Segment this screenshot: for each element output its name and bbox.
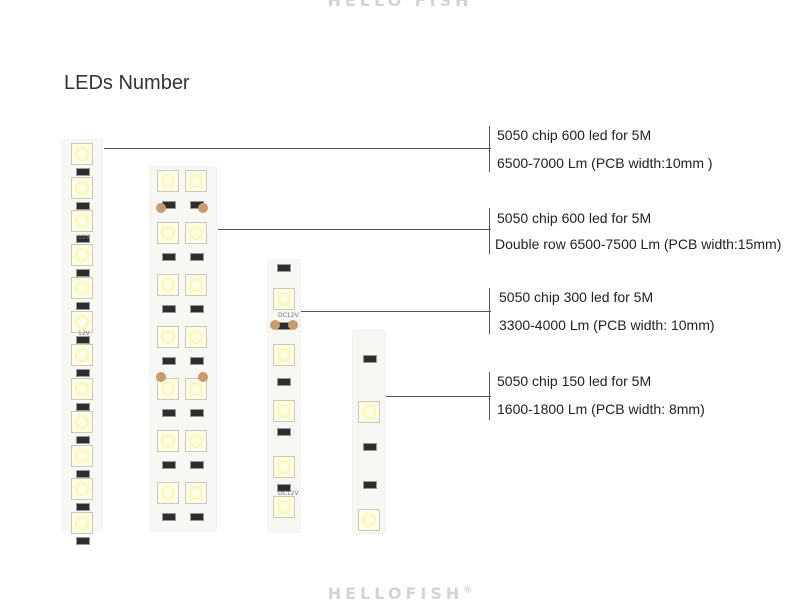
led-chip [157,274,179,296]
page-title: LEDs Number [64,72,190,94]
resistor [190,253,204,261]
resistor [162,253,176,261]
solder-pad [270,320,280,330]
resistor [76,503,90,511]
resistor [363,355,377,363]
watermark-bottom: HELLOFISH® [0,584,800,603]
led-chip [157,222,179,244]
resistor [190,513,204,521]
resistor [76,201,90,210]
led-chip [157,170,179,192]
resistor [277,378,291,386]
led-chip [71,511,93,534]
led-chip [185,482,207,504]
led-chip [71,344,93,366]
resistor [76,335,90,344]
led-chip [273,496,295,518]
led-chip [273,400,295,422]
spec-1-line2: 6500-7000 Lm (PCB width:10mm ) [497,155,713,171]
bracket-3 [489,288,490,334]
led-chip [71,277,93,299]
bracket-4 [489,372,490,420]
resistor [76,235,90,243]
led-chip [71,411,93,433]
solder-pad [288,320,298,330]
resistor [162,357,176,365]
solder-pad [156,203,166,213]
watermark-top: HELLO FISH [327,0,473,10]
voltage-label: DC12V [278,490,299,497]
voltage-label: 12V [78,330,90,337]
spec-3-line2: 3300-4000 Lm (PCB width: 10mm) [499,317,715,333]
led-strip-600-double [150,167,216,531]
led-chip [71,310,93,333]
leader-line-4 [386,396,491,397]
led-chip [157,378,179,400]
led-chip [71,243,93,266]
resistor [162,409,176,417]
solder-pad [198,203,208,213]
led-chip [71,210,93,232]
led-chip [157,430,179,452]
resistor [76,369,90,377]
resistor [76,469,90,478]
led-strip-150 [353,331,385,533]
led-chip [157,482,179,504]
spec-3-line1: 5050 chip 300 led for 5M [499,289,654,305]
resistor [363,481,377,489]
leader-line-2 [218,229,491,230]
led-chip [358,401,380,423]
led-chip [185,170,207,192]
voltage-label: 12V [78,234,90,241]
led-strip-300: DC12V DC12V [268,260,300,532]
led-chip [185,326,207,348]
led-strip-600-single: 12V 12V [62,140,102,545]
resistor [363,443,377,451]
led-chip [273,288,295,310]
solder-pad [198,372,208,382]
resistor [76,536,90,545]
led-chip [71,444,93,467]
resistor [277,428,291,436]
led-chip [185,274,207,296]
led-chip [185,430,207,452]
resistor [76,168,90,176]
led-chip [157,326,179,348]
solder-pad [156,372,166,382]
bracket-1 [489,126,490,172]
resistor [277,484,291,492]
spec-2-line1: 5050 chip 600 led for 5M [497,210,652,226]
voltage-label: DC12V [278,312,299,319]
resistor [76,302,90,310]
resistor [162,461,176,469]
led-chip [273,456,295,478]
led-chip [185,378,207,400]
led-chip [185,222,207,244]
led-chip [71,143,93,165]
resistor [190,409,204,417]
watermark-bottom-text: HELLOFISH [327,584,464,603]
resistor [190,461,204,469]
led-chip [71,176,93,199]
resistor [162,513,176,521]
resistor [190,357,204,365]
led-chip [273,344,295,366]
leader-line-1 [104,148,491,149]
spec-4-line1: 5050 chip 150 led for 5M [497,373,652,389]
resistor [76,268,90,277]
resistor [190,305,204,313]
led-chip [71,377,93,400]
resistor [162,305,176,313]
spec-4-line2: 1600-1800 Lm (PCB width: 8mm) [497,401,705,417]
spec-1-line1: 5050 chip 600 led for 5M [497,127,652,143]
resistor [76,402,90,411]
led-chip [358,509,380,531]
leader-line-3 [301,311,491,312]
spec-2-line2: Double row 6500-7500 Lm (PCB width:15mm) [495,236,782,252]
resistor [277,264,291,272]
bracket-2 [489,208,490,254]
resistor [76,436,90,444]
registered-mark: ® [463,585,473,596]
led-chip [71,478,93,500]
